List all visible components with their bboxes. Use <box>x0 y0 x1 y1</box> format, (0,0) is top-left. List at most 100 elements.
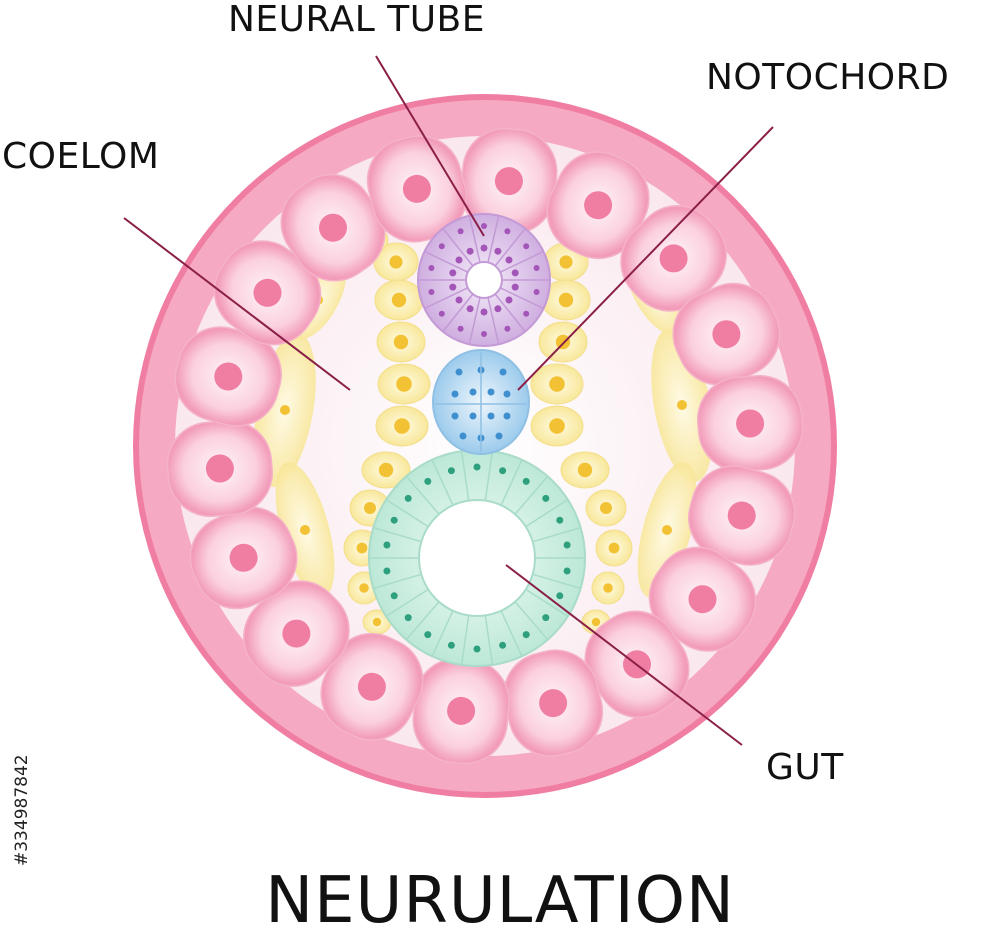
lateral-mesoderm-nucleus <box>280 405 290 415</box>
stock-id-text: #334987842 <box>12 754 32 866</box>
neural-tube-cell-boundary <box>424 250 469 273</box>
ectoderm-cell <box>243 580 350 687</box>
neural-tube-cell-boundary <box>499 287 544 310</box>
neural-tube-cell-boundary <box>494 293 526 333</box>
neural-tube-nucleus <box>455 296 463 304</box>
ectoderm-cell <box>672 282 781 386</box>
ectoderm-cell <box>687 465 796 566</box>
mesoderm-nucleus <box>558 292 574 308</box>
gut-leader-line <box>505 564 743 746</box>
gut-label: GUT <box>766 747 844 788</box>
notochord-nucleus <box>499 368 507 376</box>
gut-nucleus <box>522 631 530 639</box>
neural-canal <box>465 261 503 299</box>
gut-cell-boundary <box>500 459 523 506</box>
gut-nucleus <box>447 641 455 649</box>
ectoderm-nucleus <box>253 278 282 307</box>
neural-tube-nucleus <box>511 269 519 277</box>
ectoderm-cell <box>366 135 468 243</box>
ectoderm-nucleus <box>229 543 258 572</box>
ectoderm-nucleus <box>214 362 243 391</box>
neural-tube-leader-line <box>375 55 485 237</box>
neural-tube-nucleus <box>449 283 457 291</box>
neural-tube-nucleus <box>480 308 488 316</box>
lateral-mesoderm-nucleus <box>300 525 310 535</box>
gut-cell-boundary <box>431 610 454 657</box>
mesoderm-nucleus <box>364 502 376 514</box>
neural-tube-nucleus <box>505 256 513 264</box>
neural-tube-cell-boundary <box>468 297 481 345</box>
gut-cell-boundary <box>405 601 440 641</box>
gut-cell-boundary <box>405 475 440 515</box>
neural-tube-nucleus <box>481 223 487 229</box>
diagram-title: NEURULATION <box>265 864 735 938</box>
ectoderm-cell <box>620 205 727 312</box>
neural-tube-cell-boundary <box>499 250 544 273</box>
notochord-leader-line <box>517 126 774 391</box>
gut-nucleus <box>499 467 507 475</box>
neural-tube-nucleus <box>457 228 464 235</box>
neural-tube-label: NEURAL TUBE <box>228 0 485 40</box>
neural-tube-nucleus <box>511 283 519 291</box>
mesoderm-nucleus <box>356 542 368 554</box>
gut-nucleus <box>383 567 391 575</box>
notochord-nucleus <box>455 368 463 376</box>
gut-cell-boundary <box>532 573 581 590</box>
coelom-label: COELOM <box>2 136 160 177</box>
ectoderm-nucleus <box>727 501 756 530</box>
gut-cell-boundary <box>385 498 429 528</box>
ectoderm-nucleus <box>357 672 386 701</box>
gut-nucleus <box>542 494 550 502</box>
gut-nucleus <box>390 592 398 600</box>
ectoderm-cell <box>280 173 386 282</box>
ectoderm-layer <box>166 127 804 765</box>
mesoderm-nucleus <box>378 462 394 478</box>
notochord-label: NOTOCHORD <box>706 57 950 98</box>
ectoderm-nucleus <box>539 689 568 718</box>
neural-tube-nucleus <box>523 310 530 317</box>
mesoderm-nucleus <box>389 255 403 269</box>
mesoderm-nucleus <box>603 583 613 593</box>
mesoderm-nucleus <box>394 418 410 434</box>
ectoderm-nucleus <box>319 213 347 242</box>
ectoderm-nucleus <box>402 174 431 203</box>
neural-tube-nucleus <box>466 247 474 255</box>
mesoderm-nucleus <box>396 376 412 392</box>
gut-cell-boundary <box>525 498 569 528</box>
gut-cell-boundary <box>373 526 422 543</box>
gut-cell-boundary <box>514 601 549 641</box>
gut-nucleus <box>473 645 481 653</box>
neural-tube-nucleus <box>533 265 540 271</box>
neural-tube-cell-boundary <box>442 293 474 333</box>
ectoderm-nucleus <box>659 244 688 273</box>
neural-tube-nucleus <box>504 228 511 235</box>
neural-tube-nucleus <box>533 289 540 295</box>
lateral-mesoderm-nucleus <box>677 400 687 410</box>
neural-tube-cell-boundary <box>494 227 526 267</box>
neural-tube-nucleus <box>457 325 464 332</box>
notochord-nucleus <box>451 412 459 420</box>
neural-tube-nucleus <box>438 243 445 250</box>
notochord-nucleus <box>469 412 477 420</box>
neural-tube-nucleus <box>428 265 435 271</box>
notochord-nucleus <box>451 390 459 398</box>
gut-cell-boundary <box>431 459 454 506</box>
neural-tube-nucleus <box>466 305 474 313</box>
lateral-mesoderm-nucleus <box>662 525 672 535</box>
neural-tube-nucleus <box>438 310 445 317</box>
gut-nucleus <box>424 631 432 639</box>
notochord-nucleus <box>503 390 511 398</box>
ectoderm-nucleus <box>282 619 311 648</box>
gut <box>368 449 586 667</box>
gut-cell-boundary <box>460 450 470 501</box>
mesoderm-nucleus <box>549 418 565 434</box>
neural-tube-cell-boundary <box>487 297 500 345</box>
neural-tube-nucleus <box>480 244 488 252</box>
notochord <box>432 349 530 455</box>
mesoderm-nucleus <box>372 617 382 627</box>
ectoderm-nucleus <box>205 454 234 483</box>
ectoderm-cell <box>648 546 757 652</box>
gut-nucleus <box>404 614 412 622</box>
ectoderm-cell <box>320 632 424 741</box>
ectoderm-nucleus <box>736 409 765 438</box>
